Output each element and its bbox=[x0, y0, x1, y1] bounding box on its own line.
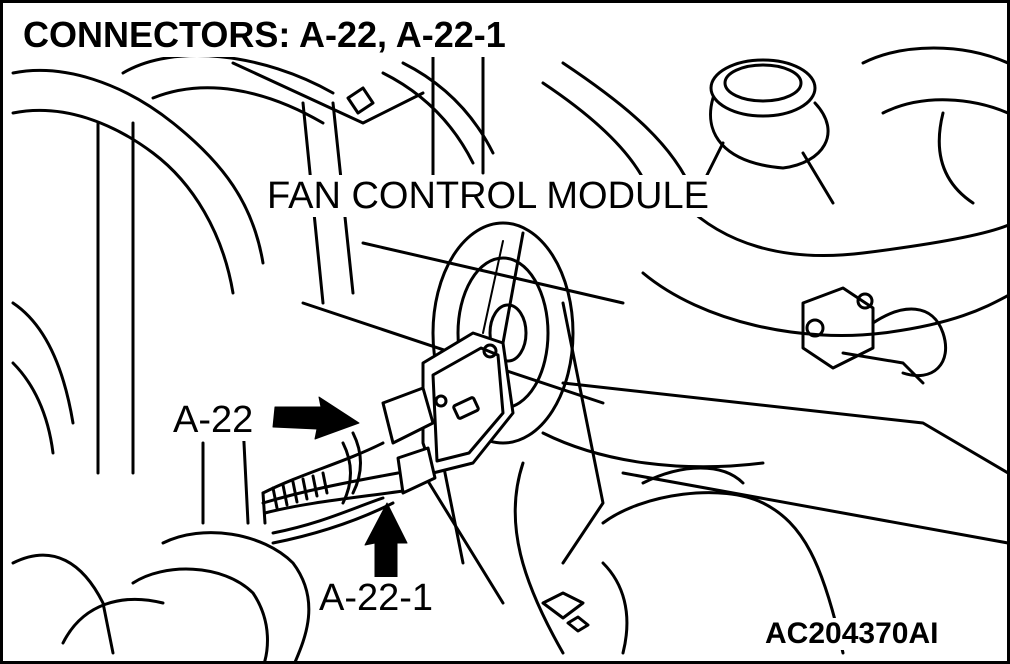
lower-left-hose bbox=[131, 421, 311, 661]
page-title: CONNECTORS: A-22, A-22-1 bbox=[21, 15, 514, 57]
right-sensor bbox=[801, 286, 948, 385]
leader-lines bbox=[482, 240, 504, 334]
right-hose bbox=[641, 46, 1007, 337]
figure-code: AC204370AI bbox=[761, 618, 943, 650]
connector-a22-1-label: A-22-1 bbox=[315, 577, 438, 619]
connector-a22-label: A-22 bbox=[169, 399, 258, 441]
fan-control-module-label: FAN CONTROL MODULE bbox=[261, 175, 715, 217]
connector-harness bbox=[261, 386, 437, 545]
left-hoses bbox=[11, 54, 335, 655]
lower-body bbox=[513, 381, 1007, 655]
arrow-a22 bbox=[272, 396, 360, 440]
arrow-a22-1 bbox=[364, 502, 408, 584]
upper-bracket bbox=[231, 41, 695, 305]
engine-bay-illustration bbox=[11, 41, 1007, 661]
fan-control-module-shape bbox=[421, 231, 525, 475]
